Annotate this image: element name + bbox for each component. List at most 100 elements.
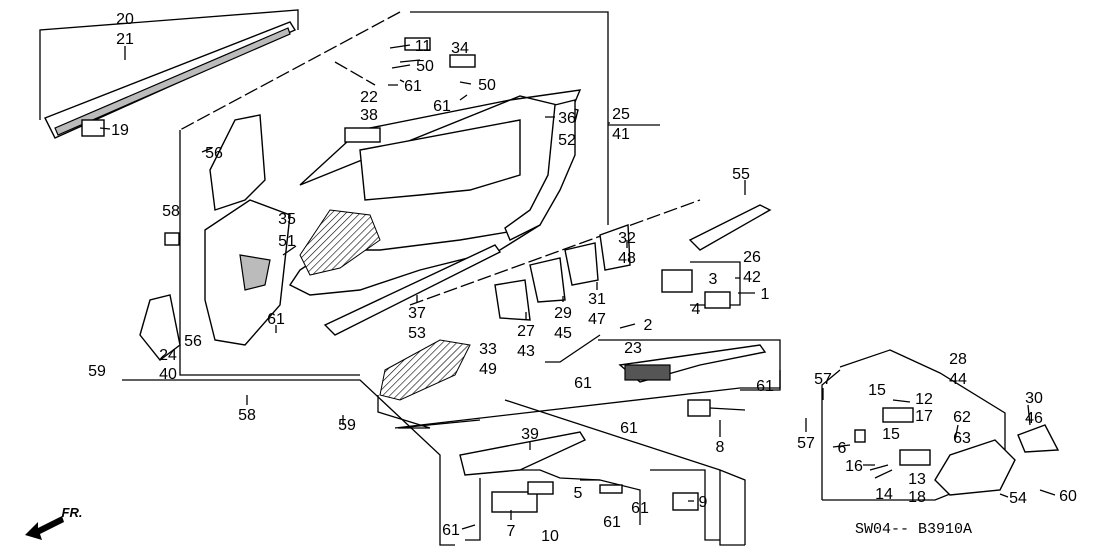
callout: 20 [116, 11, 134, 28]
callout: 42 [743, 269, 761, 286]
callout: 30 [1025, 390, 1043, 407]
callout: 55 [732, 166, 750, 183]
callout: 40 [159, 366, 177, 383]
part-4 [704, 291, 731, 309]
callout: 61 [433, 98, 451, 115]
part-13 [899, 449, 931, 466]
pad-part-29 [529, 257, 566, 303]
speaker-grille-part-33 [379, 339, 471, 401]
callout: 31 [588, 291, 606, 308]
callout: 43 [517, 343, 535, 360]
callout: 5 [574, 485, 583, 502]
switch-panel-part-39 [459, 431, 587, 476]
callout: 62 [953, 409, 971, 426]
callout: 61 [631, 500, 649, 517]
callout: 6 [838, 440, 847, 457]
callout: 52 [558, 132, 576, 149]
callout: 18 [908, 489, 926, 506]
callout: 7 [507, 523, 516, 540]
callout: 59 [338, 417, 356, 434]
callout: 28 [949, 351, 967, 368]
callout: 53 [408, 325, 426, 342]
callout: 45 [554, 325, 572, 342]
callout: 50 [478, 77, 496, 94]
callout: 44 [949, 371, 967, 388]
callout: 15 [882, 426, 900, 443]
callout: 50 [416, 58, 434, 75]
callout: 12 [915, 391, 933, 408]
group-boundaries [39, 9, 1006, 546]
callout: 46 [1025, 410, 1043, 427]
pocket-part-37 [323, 244, 502, 336]
callout: 13 [908, 471, 926, 488]
callout: 41 [612, 126, 630, 143]
arrow-icon [25, 516, 64, 540]
callout: 56 [205, 145, 223, 162]
callout: 21 [116, 31, 134, 48]
callout: 61 [603, 514, 621, 531]
callout: 58 [162, 203, 180, 220]
callout: 2 [644, 317, 653, 334]
pad-part-32 [599, 224, 631, 271]
callout: 9 [699, 494, 708, 511]
callout: 59 [88, 363, 106, 380]
callout: 14 [875, 486, 893, 503]
callout: 11 [415, 38, 432, 55]
callout: 39 [521, 426, 539, 443]
callout-labels: 20 21 19 11 50 61 22 38 34 50 61 36 52 2… [88, 11, 1077, 545]
callout: 15 [868, 382, 886, 399]
armrest-part-36 [504, 99, 576, 241]
callout: 8 [716, 439, 725, 456]
callout: 17 [915, 408, 933, 425]
pad-part-31 [564, 242, 599, 286]
diagram-code: SW04-- B3910A [855, 521, 972, 538]
part-12 [882, 407, 914, 423]
callout: 27 [517, 323, 535, 340]
callout: 23 [624, 340, 642, 357]
leader-lines [99, 44, 1056, 530]
callout: 4 [692, 301, 701, 318]
callout: 37 [408, 305, 426, 322]
callout: 57 [797, 435, 815, 452]
callout: 48 [618, 250, 636, 267]
switch-part-8 [687, 399, 711, 417]
callout: 51 [278, 233, 296, 250]
callout: 1 [761, 286, 770, 303]
parts [44, 21, 1060, 513]
callout: 63 [953, 430, 971, 447]
callout: 61 [620, 420, 638, 437]
callout: 47 [588, 311, 606, 328]
trim-part-26 [688, 204, 772, 251]
callout: 26 [743, 249, 761, 266]
callout: 61 [574, 375, 592, 392]
callout: 36 [558, 110, 576, 127]
callout: 32 [618, 230, 636, 247]
part-9 [672, 492, 699, 511]
callout: 22 [360, 89, 378, 106]
callout: 57 [814, 371, 832, 388]
callout: 29 [554, 305, 572, 322]
switch-part-1 [661, 269, 693, 293]
callout: 16 [845, 458, 863, 475]
callout: 35 [278, 211, 296, 228]
callout: 19 [111, 122, 129, 139]
pad-part-27 [494, 279, 531, 321]
callout: 10 [541, 528, 559, 545]
switch-part-7 [491, 491, 538, 513]
callout: 61 [267, 311, 285, 328]
callout: 3 [709, 271, 718, 288]
front-arrow-label: FR. [62, 505, 83, 520]
callout: 61 [756, 378, 774, 395]
callout: 61 [404, 78, 422, 95]
callout: 60 [1059, 488, 1077, 505]
cover-part-30 [1017, 424, 1060, 453]
handle-part-62 [934, 439, 1016, 496]
callout: 58 [238, 407, 256, 424]
callout: 49 [479, 361, 497, 378]
handle-part-56 [209, 114, 266, 211]
callout: 24 [159, 347, 177, 364]
callout: 56 [184, 333, 202, 350]
callout: 38 [360, 107, 378, 124]
